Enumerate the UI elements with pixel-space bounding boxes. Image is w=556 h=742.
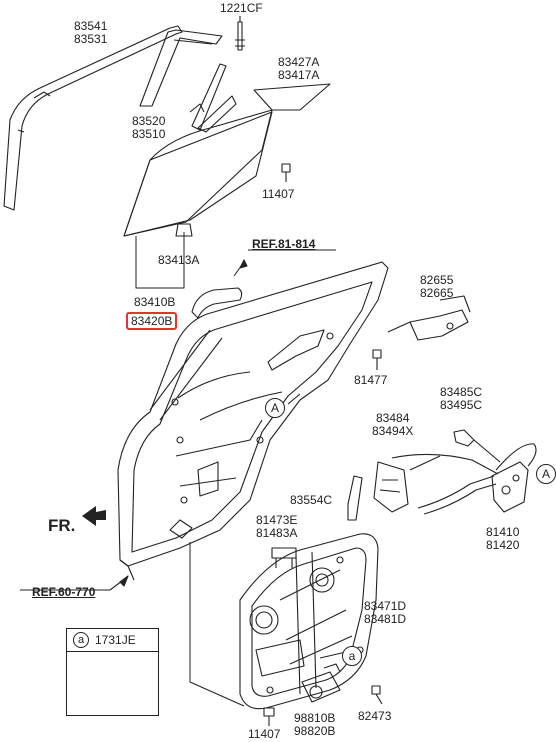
label-ref-bottom: REF.60-770 <box>32 585 96 599</box>
channel-frame <box>139 29 223 107</box>
callout-marker-a-latch: A <box>536 464 556 484</box>
callout-marker-a-door: A <box>265 398 285 418</box>
label-door-panel: 83410B <box>134 295 176 309</box>
legend-box: a 1731JE <box>66 628 159 716</box>
label-bolt-top: 1221CF <box>220 1 263 15</box>
label-bolt-82473: 82473 <box>358 709 392 723</box>
regulator-panel <box>239 533 379 710</box>
callout-marker-b-regulator: a <box>342 646 362 666</box>
front-direction-label: FR. <box>48 516 76 535</box>
door-inner-panel <box>117 261 389 567</box>
window-motor <box>301 671 341 703</box>
check-rod <box>453 429 475 447</box>
label-door-panel-highlighted: 83420B <box>126 312 178 330</box>
label-bolt-11407-top: 11407 <box>262 187 295 201</box>
label-screw-81477: 81477 <box>354 373 388 387</box>
label-bolt-11407-bottom: 11407 <box>248 727 281 741</box>
division-bar <box>191 63 227 131</box>
legend-marker: a <box>73 632 89 648</box>
label-clip: 83413A <box>158 253 200 267</box>
inside-handle <box>409 309 469 341</box>
door-latch <box>491 461 529 513</box>
glass-pane <box>123 111 273 237</box>
label-trim-strip: 83554C <box>290 493 333 507</box>
trim-strip <box>347 475 363 521</box>
glass-run-strip <box>3 25 183 211</box>
label-ref-top: REF.81-814 <box>252 237 316 251</box>
legend-header: a 1731JE <box>67 629 158 652</box>
outside-handle <box>191 287 243 319</box>
legend-code: 1731JE <box>95 633 136 647</box>
